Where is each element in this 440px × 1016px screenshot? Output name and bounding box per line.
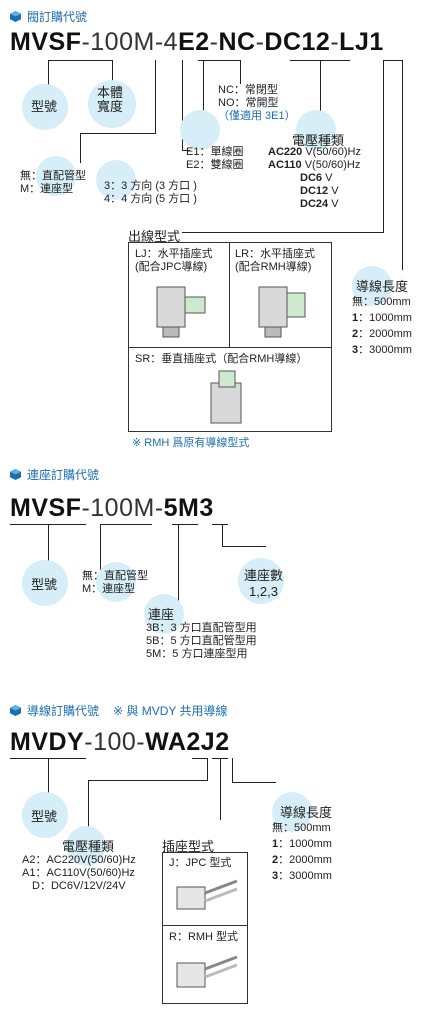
label-model: 型號 <box>31 99 58 114</box>
lr-connector-image <box>258 286 306 338</box>
label-model: 型號 <box>31 577 58 592</box>
jpc-label: J：JPC 型式 <box>169 857 232 869</box>
section-title-base: 連座訂購代號 <box>10 466 99 483</box>
bubble <box>36 156 76 196</box>
bubble <box>272 792 312 832</box>
code-part: DC12 <box>264 28 331 56</box>
voltage-options: AC220 V(50/60)Hz AC110 V(50/60)Hz DC6 V … <box>268 146 361 210</box>
code-dash: - <box>154 28 164 56</box>
sr-connector-image <box>210 370 242 424</box>
bubble <box>144 594 184 634</box>
code-part: 4 <box>163 28 179 56</box>
voltage-title: 電壓種類 <box>62 839 115 854</box>
bubble <box>88 80 136 128</box>
section-title-text: 閥訂購代號 <box>27 10 88 24</box>
cable-order-code: MVDY-100-WA2J2 <box>10 728 230 756</box>
lj-connector-image <box>156 286 206 338</box>
rmh-label: R：RMH 型式 <box>169 931 239 943</box>
length-title: 導線長度 <box>280 805 333 820</box>
bubble <box>96 562 136 602</box>
bubble <box>180 110 220 150</box>
cube-icon <box>10 705 21 716</box>
bubble <box>22 84 68 130</box>
bubble <box>96 160 136 200</box>
port-options: 3：3 方向 (3 方口 )4：4 方向 (5 方口 ) <box>104 180 197 205</box>
bubble <box>22 560 68 606</box>
lj-label: LJ：水平插座式(配合JPC導線) <box>135 248 213 273</box>
sr-label: SR：垂直插座式（配合RMH導線） <box>135 353 308 365</box>
label-model: 型號 <box>31 809 58 824</box>
length-title: 導線長度 <box>356 279 409 294</box>
code-part: E2 <box>178 28 210 56</box>
code-part: NC <box>218 28 256 56</box>
rmh-note: ※ RMH 爲原有導線型式 <box>132 437 250 449</box>
output-type-box: LJ：水平插座式(配合JPC導線) LR：水平插座式(配合RMH導線) SR：垂… <box>128 242 332 432</box>
code-dash: - <box>209 28 219 56</box>
length-options: 無：500mm 1：1000mm 2：2000mm 3：3000mm <box>272 822 332 882</box>
bubble <box>352 266 392 306</box>
base-order-code: MVSF-100M-5M3 <box>10 494 214 522</box>
code-part: 100M <box>90 28 155 56</box>
bubble <box>22 792 68 838</box>
section-title-cable: 導線訂購代號 ※ 與 MVDY 共用導線 <box>10 702 228 719</box>
code-dash: - <box>255 28 265 56</box>
bubble <box>296 110 336 150</box>
section-title-text: 連座訂購代號 <box>27 468 100 482</box>
lr-label: LR：水平插座式(配合RMH導線) <box>235 248 316 273</box>
bubble <box>66 826 106 866</box>
rmh-plug-image <box>176 955 238 988</box>
label-body-width: 本體寬度 <box>97 85 124 114</box>
length-options: 無：500mm 1：1000mm 2：2000mm 3：3000mm <box>352 296 412 356</box>
plug-type-box: J：JPC 型式 R：RMH 型式 <box>162 852 248 1004</box>
jpc-plug-image <box>176 879 238 910</box>
cube-icon <box>10 11 21 22</box>
valve-order-code: MVSF-100M-4E2-NC-DC12-LJ1 <box>10 28 384 57</box>
code-part: MVSF <box>10 28 82 56</box>
section-title-valve: 閥訂購代號 <box>10 8 87 25</box>
code-dash: - <box>81 28 91 56</box>
plug-type-title: 插座型式 <box>162 839 215 854</box>
code-part: LJ1 <box>339 28 384 56</box>
cube-icon <box>10 469 21 480</box>
bubble <box>238 558 284 604</box>
section-title-text: 導線訂購代號 <box>27 704 100 718</box>
base-title: 連座 <box>148 607 175 622</box>
output-type-title: 出線型式 <box>128 226 183 245</box>
section-title-note: ※ 與 MVDY 共用導線 <box>113 704 228 718</box>
code-dash: - <box>330 28 340 56</box>
voltage-title: 電壓種類 <box>292 133 345 148</box>
